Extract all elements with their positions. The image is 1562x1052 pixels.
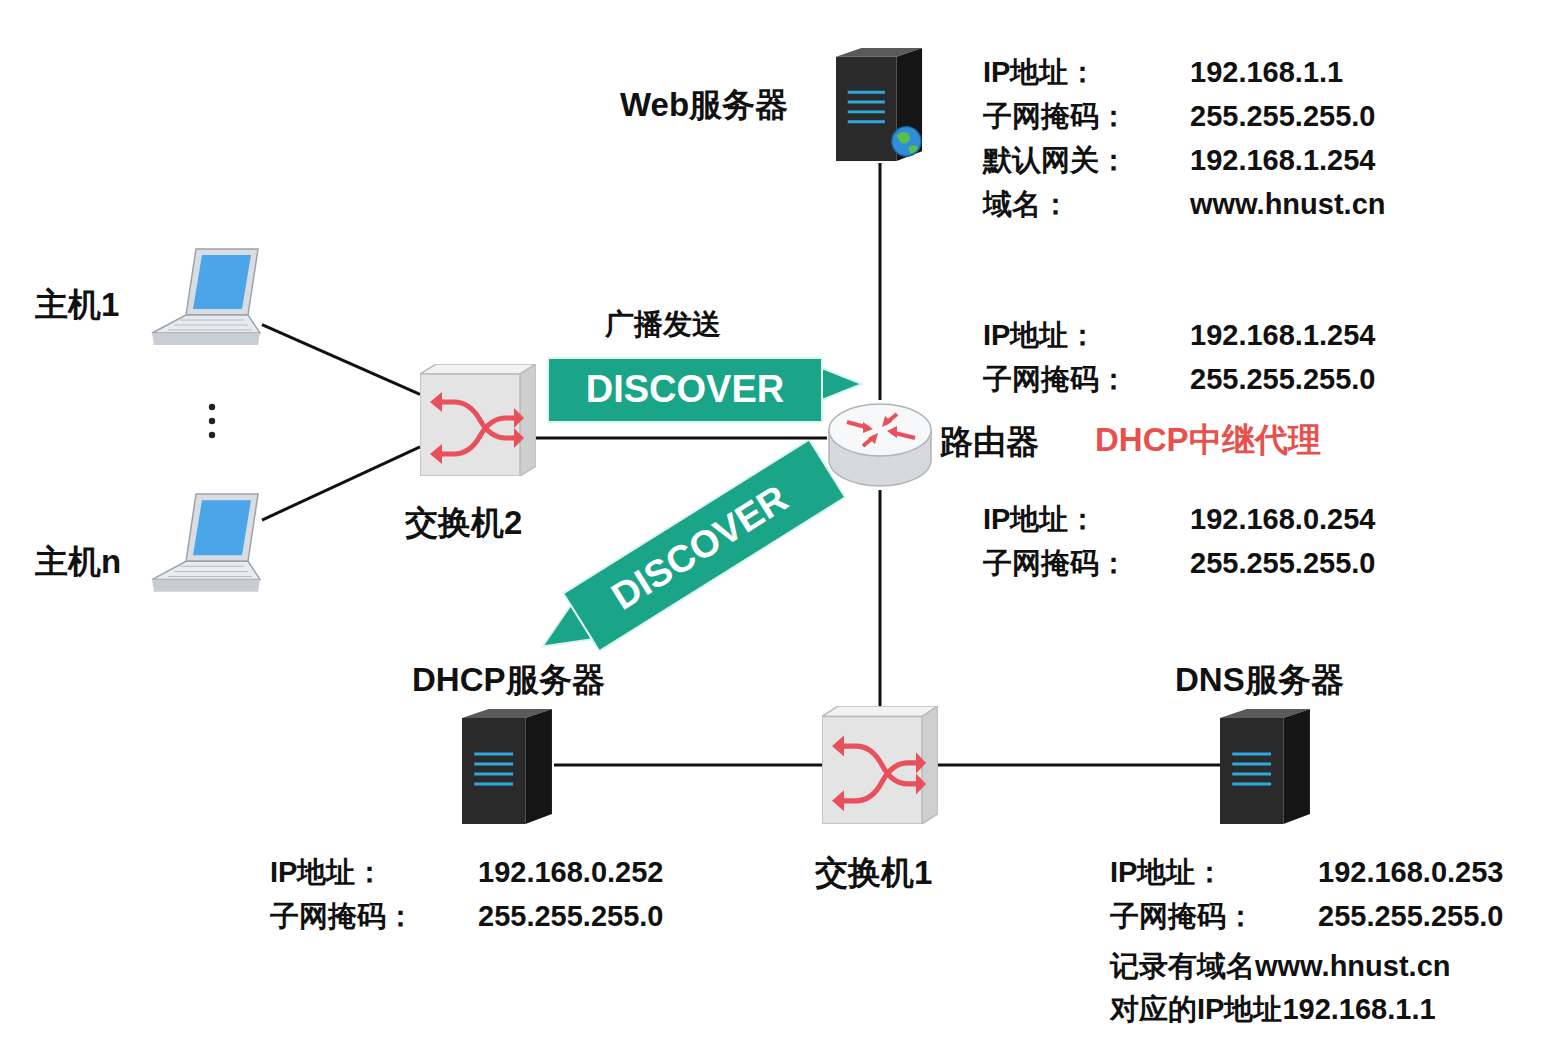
info-text: 记录有域名www.hnust.cn (1110, 950, 1450, 983)
role-label: DHCP中继代理 (1095, 421, 1321, 459)
network-link (554, 765, 822, 766)
device-icon (150, 245, 262, 355)
info-text: 子网掩码： (270, 900, 415, 933)
device-name: DNS服务器 (1175, 661, 1344, 699)
switch: 交换机1 (822, 706, 938, 824)
discover-arrow (524, 440, 845, 676)
info-text: IP地址： (983, 503, 1097, 536)
info-text: www.hnust.cn (1190, 188, 1385, 221)
device-icon (1220, 706, 1312, 826)
device-icon (420, 364, 536, 476)
device-icon (827, 400, 933, 490)
web-server: Web服务器 (836, 45, 924, 163)
info-text: 255.255.255.0 (1318, 900, 1503, 933)
info-text: 广播发送 (605, 308, 721, 341)
info-text: 192.168.0.253 (1318, 856, 1503, 889)
device-name: 主机n (35, 543, 121, 581)
device-icon (462, 706, 554, 826)
discover-arrow (548, 358, 862, 422)
info-text: 对应的IP地址192.168.1.1 (1110, 993, 1436, 1026)
network-link (938, 765, 1220, 766)
info-text: 默认网关： (983, 144, 1128, 177)
info-text: 255.255.255.0 (478, 900, 663, 933)
info-text: 192.168.0.252 (478, 856, 663, 889)
info-text: 255.255.255.0 (1190, 100, 1375, 133)
device-icon (822, 706, 938, 824)
device-icon (836, 45, 924, 163)
device-name: 主机1 (35, 286, 119, 324)
info-text: 子网掩码： (983, 363, 1128, 396)
arrow-label: DISCOVER (586, 368, 784, 412)
device-icon (150, 490, 262, 602)
dhcp-server: DHCP服务器 (462, 706, 554, 826)
info-text: 255.255.255.0 (1190, 363, 1375, 396)
info-text: 子网掩码： (983, 100, 1128, 133)
device-name: Web服务器 (620, 86, 788, 124)
info-text: IP地址： (1110, 856, 1224, 889)
network-link (262, 447, 420, 520)
device-name: 交换机2 (405, 504, 522, 542)
network-link (536, 438, 827, 439)
info-text: 192.168.1.254 (1190, 319, 1375, 352)
info-text: 192.168.1.254 (1190, 144, 1375, 177)
network-link (262, 325, 420, 395)
info-text: 子网掩码： (983, 547, 1128, 580)
router: 路由器 (827, 400, 933, 490)
info-text: IP地址： (270, 856, 384, 889)
ellipsis-dots (209, 404, 215, 438)
host: 主机1 (150, 245, 262, 355)
info-text: 子网掩码： (1110, 900, 1255, 933)
device-name: 路由器 (940, 423, 1039, 461)
network-link (880, 490, 881, 706)
info-text: IP地址： (983, 319, 1097, 352)
device-name: 交换机1 (815, 854, 932, 892)
info-text: 192.168.1.1 (1190, 56, 1343, 89)
info-text: 192.168.0.254 (1190, 503, 1375, 536)
info-text: IP地址： (983, 56, 1097, 89)
info-text: 255.255.255.0 (1190, 547, 1375, 580)
network-link (880, 163, 881, 400)
info-text: 域名： (983, 188, 1070, 221)
arrow-label: DISCOVER (604, 477, 795, 619)
host: 主机n (150, 490, 262, 602)
device-name: DHCP服务器 (412, 661, 605, 699)
dns-server: DNS服务器 (1220, 706, 1312, 826)
switch: 交换机2 (420, 364, 536, 476)
